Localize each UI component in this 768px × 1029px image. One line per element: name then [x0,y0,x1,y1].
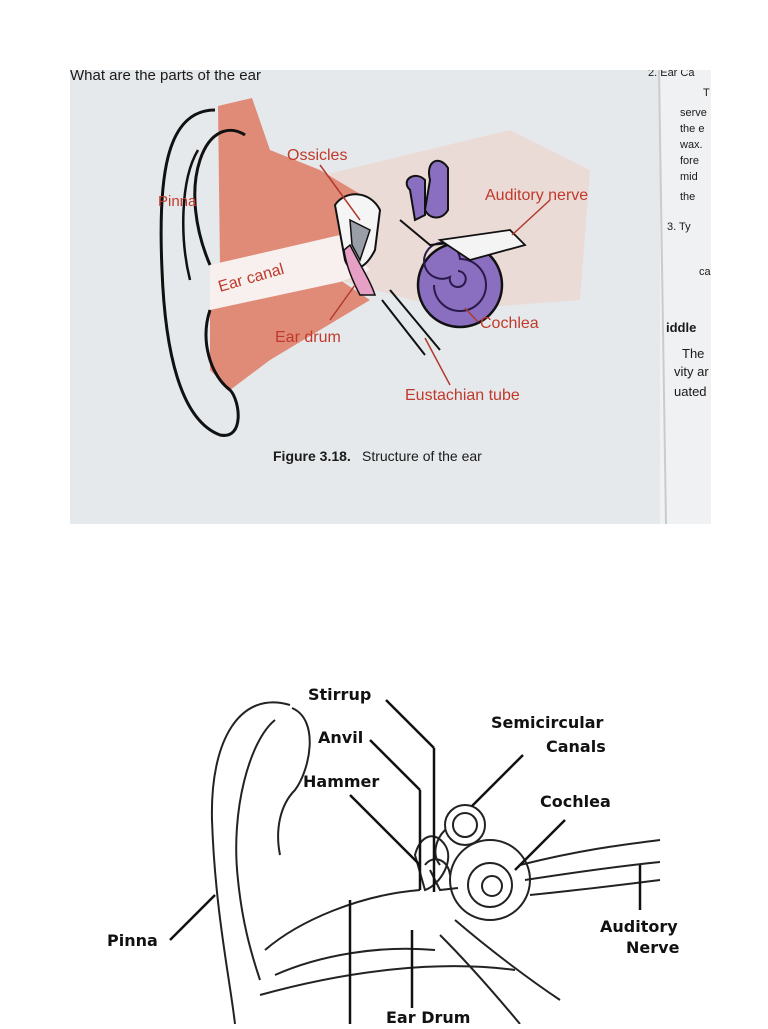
svg-text:The: The [682,346,704,361]
ear-line-drawing: Stirrup Anvil Semicircular Canals Hammer… [60,680,720,1027]
outer-skin-upper [218,98,370,265]
svg-text:mid: mid [680,171,698,183]
label-ossicles: Ossicles [287,147,347,164]
svg-text:3. Ty: 3. Ty [667,221,691,233]
svg-text:serve: serve [680,107,707,119]
label-canals: Canals [546,737,606,756]
pinna-outline-line [210,701,291,1025]
ear-drum-shape [343,243,377,296]
label-ear-drum: Ear drum [275,329,341,346]
label-auditory: Auditory [600,917,678,936]
svg-text:T: T [703,87,710,99]
pinna-outline [159,108,246,437]
label-pinna: Pinna [158,193,197,210]
outer-skin-lower [210,280,370,390]
svg-text:the: the [680,191,695,203]
figure-caption-number: Figure 3.18. [273,448,351,464]
label-hammer: Hammer [303,772,379,791]
label-pinna-line: Pinna [107,931,158,950]
label-semicircular: Semicircular [491,713,604,732]
inner-ear [381,159,527,356]
svg-text:wax.: wax. [679,139,703,151]
svg-text:fore: fore [680,155,699,167]
leader-lines [319,164,551,386]
figure-caption-text: Structure of the ear [362,448,482,464]
svg-text:ca: ca [699,266,711,278]
question-text: What are the parts of the ear [70,70,261,84]
line-leaders [169,699,642,1024]
textbook-photo: What are the parts of the ear 2. Ear Ca … [70,70,711,524]
ear-figure-color: What are the parts of the ear 2. Ear Ca … [70,70,711,524]
ear-canal-shape [210,235,370,310]
ear-figure-line: Stirrup Anvil Semicircular Canals Hammer… [107,685,680,1027]
svg-text:iddle: iddle [666,320,696,335]
svg-text:vity ar: vity ar [674,364,709,379]
label-anvil: Anvil [318,728,363,747]
svg-text:the e: the e [680,123,704,135]
svg-text:uated: uated [674,384,707,399]
label-nerve: Nerve [626,938,680,957]
svg-text:2. Ear Ca: 2. Ear Ca [648,70,695,79]
label-stirrup: Stirrup [308,685,371,704]
label-ear-drum-line: Ear Drum [386,1008,470,1024]
label-cochlea: Cochlea [480,315,539,332]
label-cochlea-line: Cochlea [540,792,611,811]
right-page-fragments: 2. Ear Ca T serve the e wax. fore mid th… [648,70,711,399]
label-eustachian-tube: Eustachian tube [405,387,520,404]
label-auditory-nerve: Auditory nerve [485,187,588,204]
